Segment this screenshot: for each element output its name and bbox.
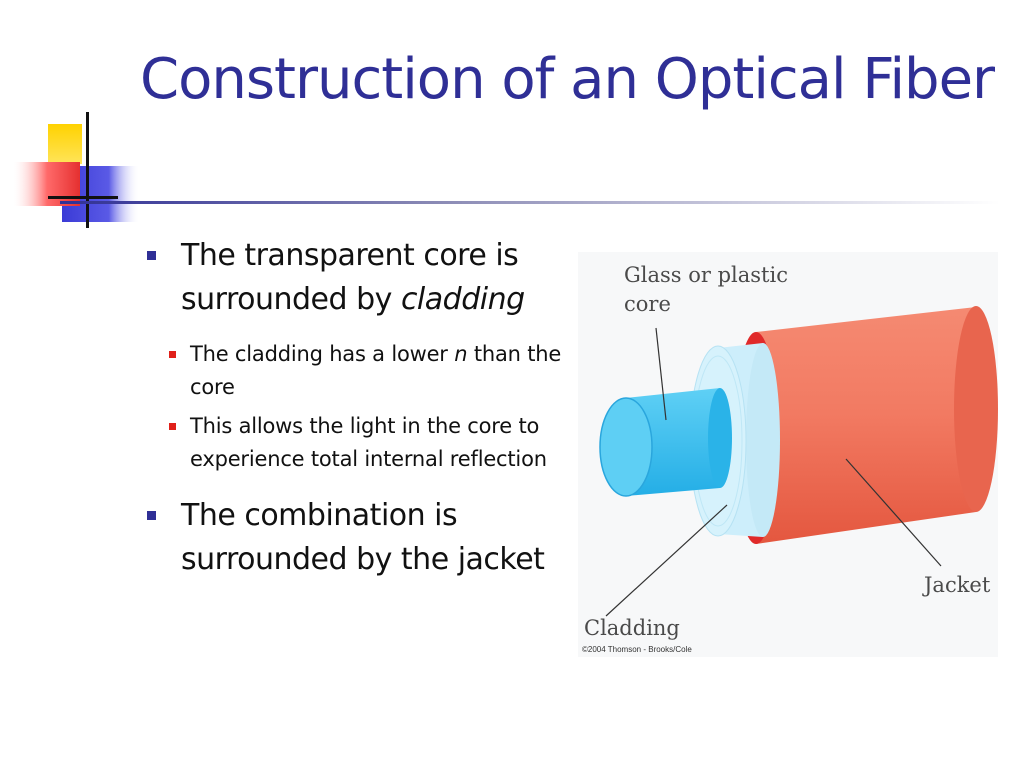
label-core-line1: Glass or plastic xyxy=(624,263,788,287)
copyright-note: ©2004 Thomson - Brooks/Cole xyxy=(582,645,692,654)
bullet-marker xyxy=(147,251,156,260)
optical-fiber-figure: Glass or plastic core Jacket Cladding ©2… xyxy=(578,252,998,657)
sub-bullet-emphasis: n xyxy=(454,342,468,366)
slide-title: Construction of an Optical Fiber xyxy=(140,47,995,112)
label-cladding: Cladding xyxy=(584,616,680,640)
sub-bullet-lower-n: The cladding has a lower n than the core xyxy=(145,338,565,404)
sub-bullet-text: than the core xyxy=(190,342,562,399)
sub-bullet-marker xyxy=(169,423,176,430)
title-divider xyxy=(60,201,1000,204)
bullet-list: The transparent core is surrounded by cl… xyxy=(145,234,565,598)
core-leader-line xyxy=(655,327,667,421)
bullet-text: The combination is surrounded by the jac… xyxy=(181,498,545,577)
bullet-jacket: The combination is surrounded by the jac… xyxy=(145,494,565,582)
bullet-emphasis: cladding xyxy=(400,282,525,317)
core xyxy=(599,388,732,497)
fiber-diagram: Glass or plastic core Jacket Cladding ©2… xyxy=(578,252,998,657)
sub-bullet-text: The cladding has a lower xyxy=(190,342,448,366)
cladding-leader-line xyxy=(605,504,728,617)
label-jacket: Jacket xyxy=(922,573,991,597)
bullet-core-surrounded: The transparent core is surrounded by cl… xyxy=(145,234,565,322)
label-core-line2: core xyxy=(624,292,671,316)
sub-bullet-text: This allows the light in the core to exp… xyxy=(190,414,547,471)
bullet-text: The transparent core is surrounded by xyxy=(181,238,519,317)
corner-decoration xyxy=(0,0,160,240)
sub-bullet-tir: This allows the light in the core to exp… xyxy=(145,410,565,476)
sub-bullet-marker xyxy=(169,351,176,358)
jacket-leader-line xyxy=(845,458,942,567)
bullet-marker xyxy=(147,511,156,520)
